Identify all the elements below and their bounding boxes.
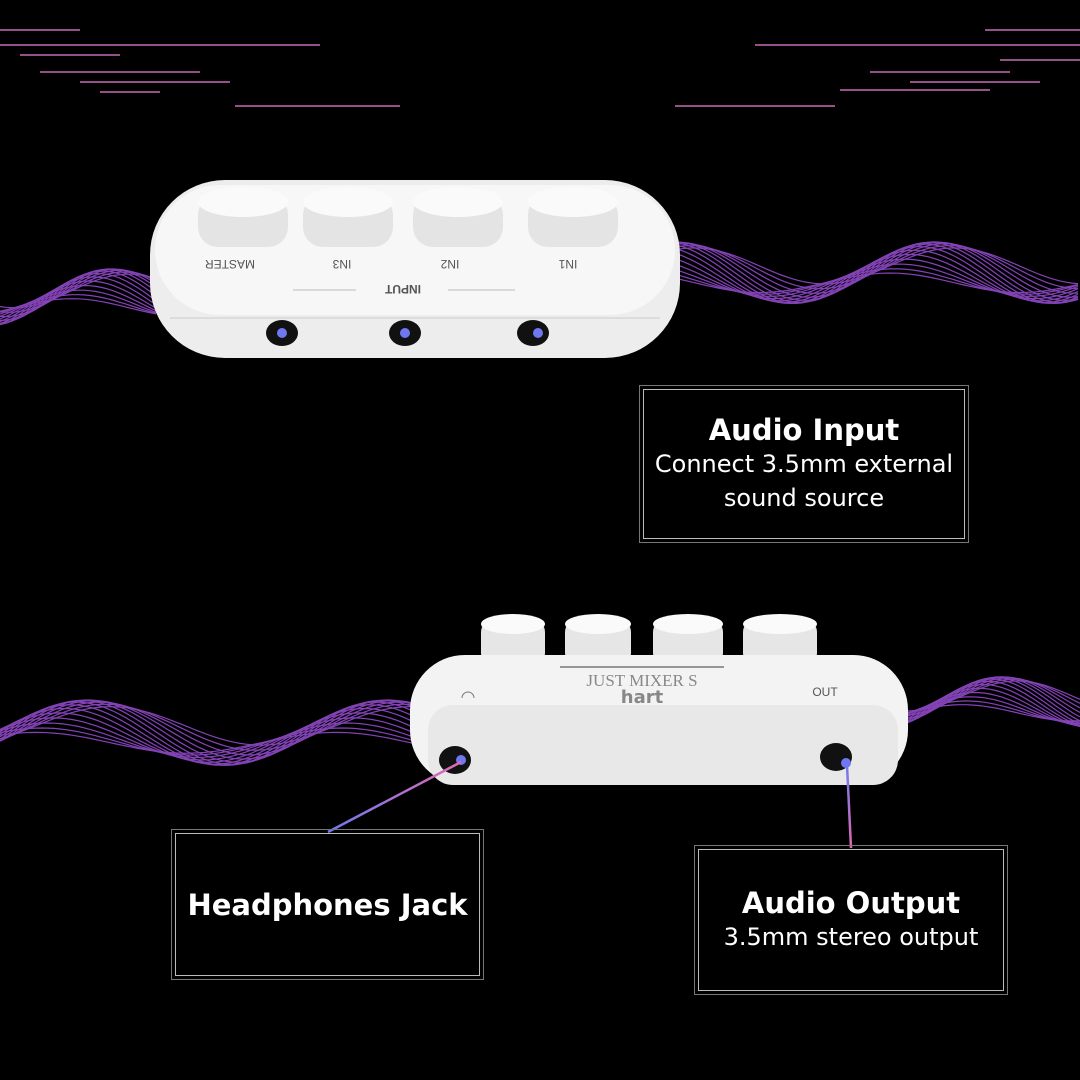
wave-line	[0, 273, 157, 309]
callout-title: Audio Input	[708, 413, 900, 447]
wave-line	[669, 241, 1079, 301]
input-jacks	[266, 320, 549, 346]
wave-line	[0, 276, 157, 323]
knob-label-master: MASTER	[205, 257, 255, 271]
wave-line	[0, 294, 157, 314]
mixer-side-view: JUST MIXER S hart OUT	[410, 614, 908, 785]
callout-audio-input: Audio Input Connect 3.5mm external sound…	[639, 385, 969, 543]
wave-line	[669, 243, 1078, 294]
model-name: JUST MIXER S	[586, 671, 697, 690]
knob-label-in3: IN3	[332, 257, 351, 271]
callout-audio-output: Audio Output 3.5mm stereo output	[694, 845, 1008, 995]
wave-line	[0, 272, 157, 325]
output-leader-line	[845, 764, 853, 849]
wave-line	[0, 707, 421, 765]
wave-line	[0, 701, 421, 756]
wave-line	[0, 731, 421, 754]
audio-input-leader-lines	[280, 336, 643, 462]
wave-line	[0, 722, 421, 759]
wave-line	[0, 727, 421, 756]
wave-line	[899, 704, 1080, 722]
callout-subtitle: Connect 3.5mm external sound source	[654, 450, 954, 512]
callout-title: Headphones Jack	[187, 887, 468, 922]
decorative-streaks	[0, 29, 1080, 107]
knob-label-in1: IN1	[558, 257, 577, 271]
knob-label-in2: IN2	[440, 257, 459, 271]
wave-line	[0, 280, 157, 320]
out-port-label: OUT	[812, 685, 838, 699]
input-section-label: INPUT	[384, 282, 421, 296]
wave-line	[669, 243, 1079, 305]
callout-subtitle: 3.5mm stereo output	[723, 923, 979, 951]
callout-headphones-jack: Headphones Jack	[171, 829, 484, 980]
wave-line	[0, 717, 421, 761]
wave-line	[0, 298, 157, 315]
sound-wave-decoration	[0, 241, 1080, 766]
wave-line	[0, 712, 421, 763]
brand-logo: hart	[621, 687, 664, 708]
wave-line	[669, 241, 1079, 304]
wave-line	[669, 245, 1079, 290]
headphones-icon	[461, 691, 475, 699]
mixer-top-view: MASTER IN3 IN2 IN1 INPUT	[150, 180, 680, 358]
wave-line	[899, 676, 1080, 726]
wave-line	[669, 272, 1079, 294]
headphones-leader-line	[327, 760, 462, 834]
callout-title: Audio Output	[741, 886, 961, 920]
wave-line	[0, 699, 421, 765]
headphone-jack	[439, 746, 471, 774]
